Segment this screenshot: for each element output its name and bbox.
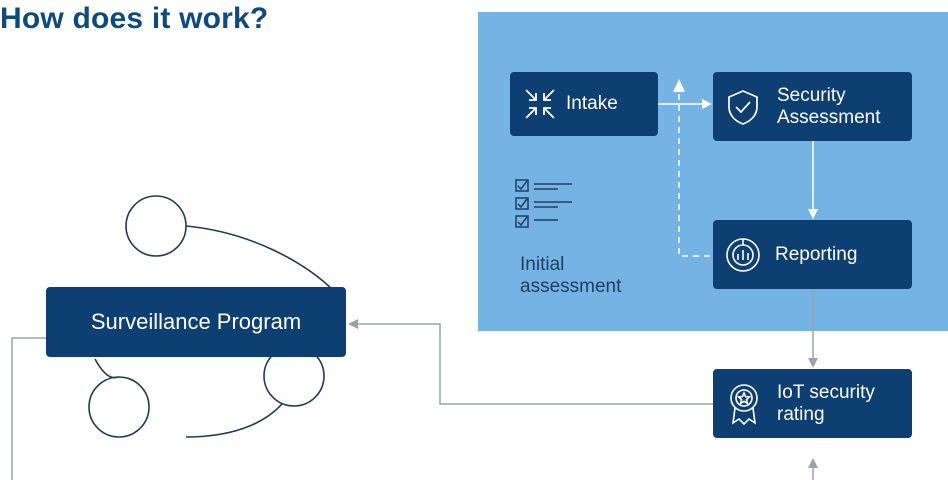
node-surveillance-program: Surveillance Program [46,287,346,357]
compress-arrows-icon [525,89,555,119]
cycle-arc-top [185,225,336,293]
reporting-label: Reporting [775,243,858,265]
dashed-arrow-head [673,79,685,92]
page-title: How does it work? [0,2,269,35]
cycle-graphic [88,195,336,438]
surveillance-label: Surveillance Program [90,309,302,334]
checklist-icon [515,179,572,228]
node-intake: Intake [510,72,658,136]
node-reporting: Reporting [713,220,912,289]
shield-check-icon [728,89,758,125]
badge-star-icon [730,383,758,425]
dashed-feedback-loop [678,82,710,257]
security-assessment-label: Security Assessment [777,84,881,128]
intake-label: Intake [566,93,618,114]
line-surveillance-out [11,337,46,480]
cycle-arc-bottom [185,403,283,438]
node-security-assessment: Security Assessment [713,72,912,141]
chart-circle-icon [726,237,760,272]
arrow-rating-to-surveillance [348,319,713,405]
iot-rating-label: IoT security rating [777,381,875,425]
cycle-arc-left [94,358,119,379]
node-iot-security-rating: IoT security rating [713,369,912,438]
cycle-circle-bottom [88,376,150,438]
initial-assessment-label: Initial assessment [520,254,622,297]
cycle-circle-top [125,195,187,257]
